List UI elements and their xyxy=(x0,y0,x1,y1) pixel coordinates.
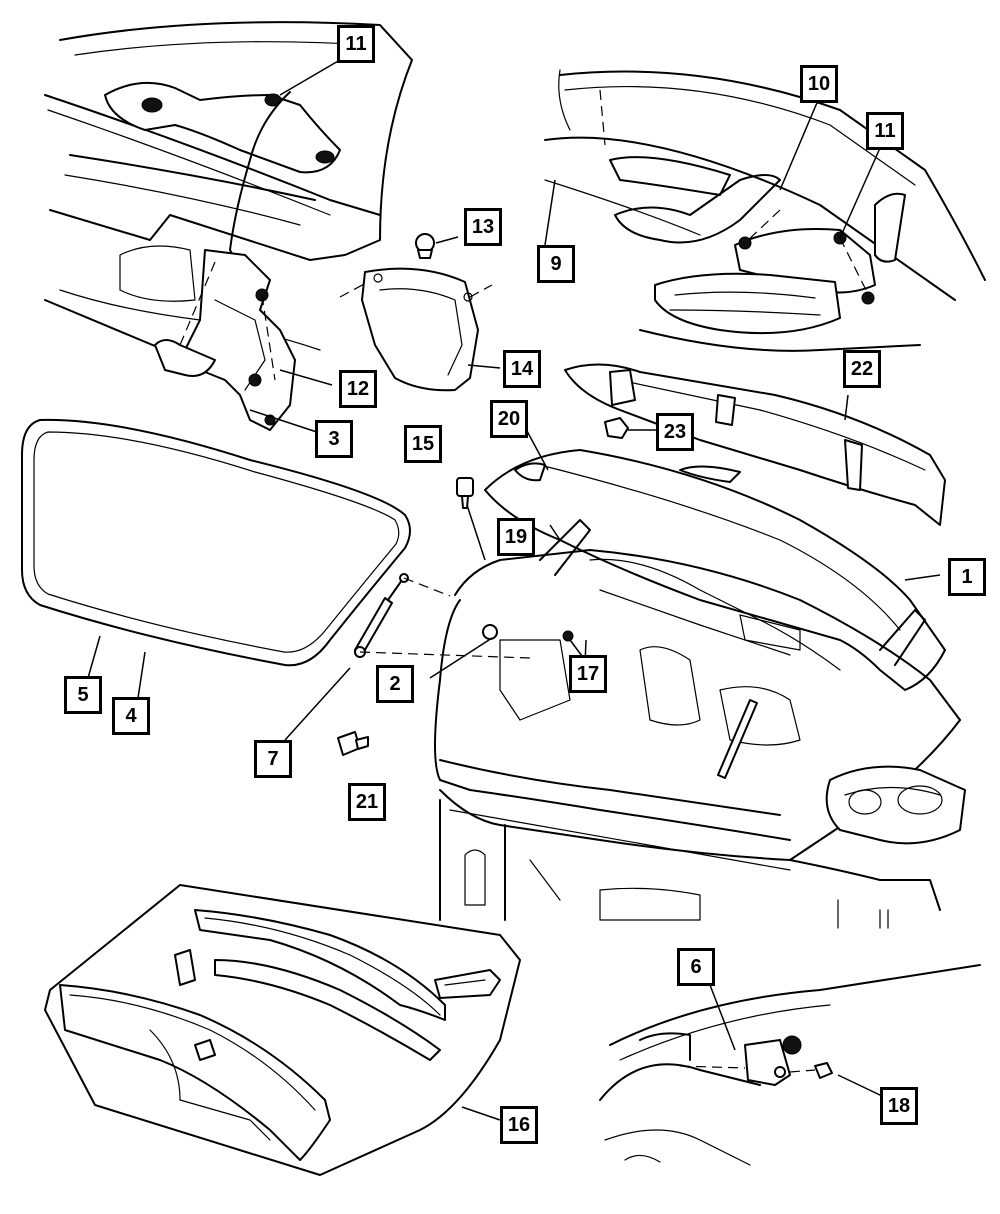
callout-6: 6 xyxy=(677,948,715,986)
callout-22: 22 xyxy=(843,350,881,388)
callout-19: 19 xyxy=(497,518,535,556)
trunk-assembly-view xyxy=(429,417,966,929)
trim-panel-view xyxy=(44,884,521,1176)
callout-5: 5 xyxy=(64,676,102,714)
hinge-detail-view xyxy=(599,964,981,1166)
callout-13: 13 xyxy=(464,208,502,246)
spoiler-mount-view xyxy=(544,69,986,352)
callout-4: 4 xyxy=(112,697,150,735)
callout-11-upper-left: 11 xyxy=(337,25,375,63)
callout-20: 20 xyxy=(490,400,528,438)
spoiler-part xyxy=(564,363,946,526)
callout-10: 10 xyxy=(800,65,838,103)
callout-14: 14 xyxy=(503,350,541,388)
callout-21: 21 xyxy=(348,783,386,821)
callout-7: 7 xyxy=(254,740,292,778)
push-pin-part xyxy=(415,233,459,259)
spoiler-clip-part xyxy=(604,417,656,439)
latch-area-view xyxy=(44,21,413,431)
callout-18: 18 xyxy=(880,1087,918,1125)
bumper-stop-part xyxy=(456,477,474,509)
weatherstrip-seal-part xyxy=(21,418,411,699)
latch-shield-part xyxy=(339,267,501,392)
callout-15: 15 xyxy=(404,425,442,463)
callout-17: 17 xyxy=(569,655,607,693)
callout-12: 12 xyxy=(339,370,377,408)
callout-3: 3 xyxy=(315,420,353,458)
callout-2: 2 xyxy=(376,665,414,703)
callout-1: 1 xyxy=(948,558,986,596)
bolt-part xyxy=(337,731,369,756)
callout-16: 16 xyxy=(500,1106,538,1144)
gas-prop-part xyxy=(284,573,531,741)
callout-11-upper-right: 11 xyxy=(866,112,904,150)
callout-9: 9 xyxy=(537,245,575,283)
callout-23: 23 xyxy=(656,413,694,451)
